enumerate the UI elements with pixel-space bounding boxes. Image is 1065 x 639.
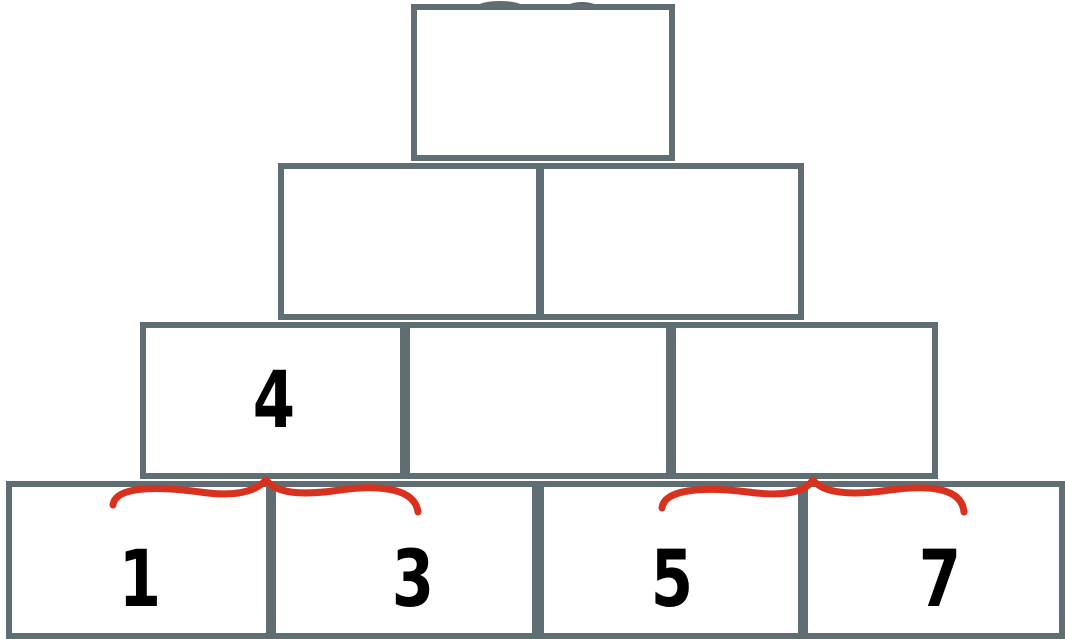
brick-number: 7 <box>919 541 960 619</box>
brick-number: 4 <box>253 362 294 440</box>
brick-row3-right <box>670 322 938 479</box>
brick-row2-right <box>538 163 804 320</box>
brick-bottom-1: 1 <box>6 481 272 639</box>
brick-bottom-2: 3 <box>270 481 538 639</box>
brick-number: 3 <box>392 541 433 619</box>
brick-number: 5 <box>651 541 692 619</box>
brick-row2-left <box>278 163 542 320</box>
brick-bottom-3: 5 <box>538 481 804 639</box>
brick-row3-middle <box>404 322 672 479</box>
brick-number: 1 <box>119 541 160 619</box>
brick-top <box>411 4 675 161</box>
brick-row3-left: 4 <box>140 322 406 479</box>
brick-bottom-4: 7 <box>802 481 1065 639</box>
